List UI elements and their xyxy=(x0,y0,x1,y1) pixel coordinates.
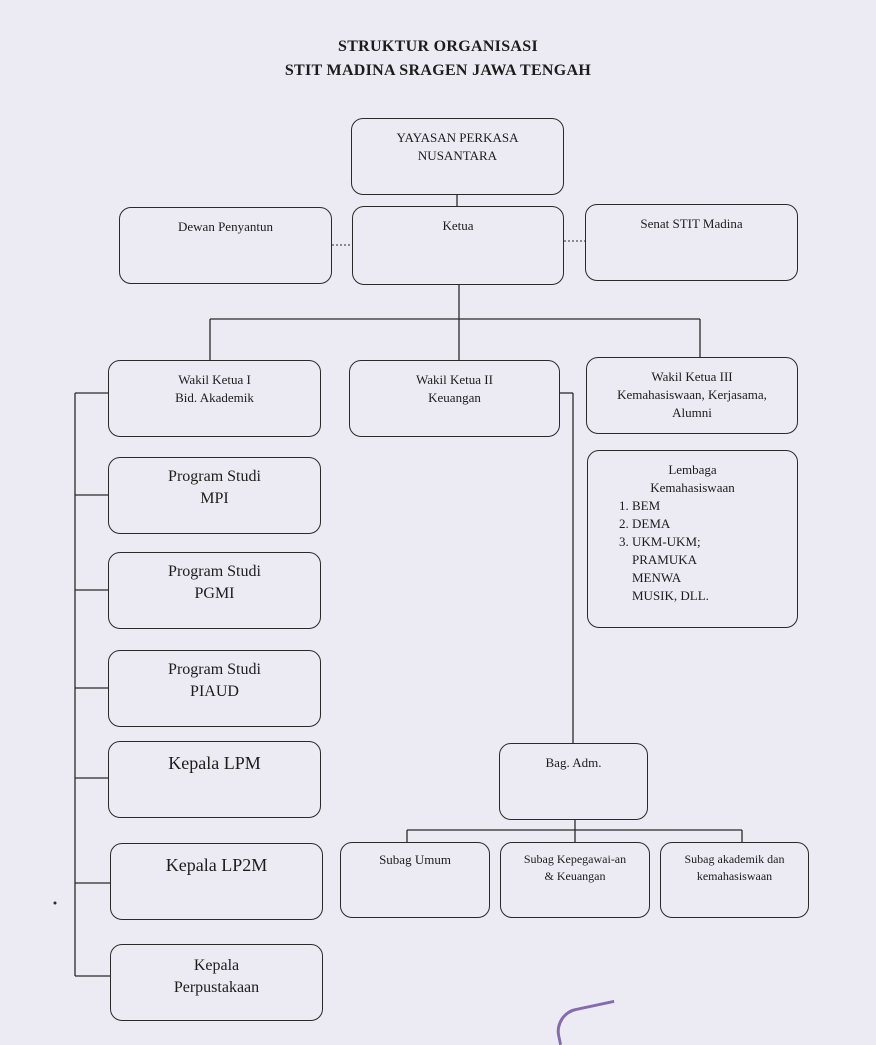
lembaga-item-ukm: UKM-UKM; PRAMUKA MENWA MUSIK, DLL. xyxy=(632,533,797,605)
box-dewan-penyantun: Dewan Penyantun xyxy=(119,207,332,284)
box-lembaga-kemahasiswaan: Lembaga Kemahasiswaan BEM DEMA UKM-UKM; … xyxy=(587,450,798,628)
box-prodi-pgmi: Program Studi PGMI xyxy=(108,552,321,629)
box-lpm-label: Kepala LPM xyxy=(168,753,261,773)
box-kepala-perpustakaan: Kepala Perpustakaan xyxy=(110,944,323,1021)
box-subag-kepegawaian-label: Subag Kepegawai-an & Keuangan xyxy=(523,852,627,883)
box-ketua: Ketua xyxy=(352,206,564,285)
box-wakil-ketua-2: Wakil Ketua II Keuangan xyxy=(349,360,560,437)
box-yayasan-label: YAYASAN PERKASA NUSANTARA xyxy=(396,130,519,163)
box-perpustakaan-label: Kepala Perpustakaan xyxy=(173,957,260,996)
scan-speck xyxy=(53,901,57,905)
box-prodi-mpi: Program Studi MPI xyxy=(108,457,321,534)
box-bag-adm: Bag. Adm. xyxy=(499,743,648,820)
lembaga-item-bem: BEM xyxy=(632,497,797,515)
chart-title-line-2: STIT MADINA SRAGEN JAWA TENGAH xyxy=(284,62,592,79)
box-subag-akademik: Subag akademik dan kemahasiswaan xyxy=(660,842,809,918)
box-prodi-mpi-label: Program Studi MPI xyxy=(168,468,261,507)
box-subag-kepegawaian: Subag Kepegawai-an & Keuangan xyxy=(500,842,650,918)
box-ketua-label: Ketua xyxy=(442,218,474,233)
box-wakil1-label: Wakil Ketua I Bid. Akademik xyxy=(175,372,254,405)
box-dewan-label: Dewan Penyantun xyxy=(178,219,273,234)
box-subag-akademik-label: Subag akademik dan kemahasiswaan xyxy=(684,852,785,883)
box-prodi-piaud: Program Studi PIAUD xyxy=(108,650,321,727)
box-wakil3-label: Wakil Ketua III Kemahasiswaan, Kerjasama… xyxy=(617,369,767,420)
lembaga-item-dema: DEMA xyxy=(632,515,797,533)
connector-lines xyxy=(53,194,743,977)
box-kepala-lpm: Kepala LPM xyxy=(108,741,321,818)
box-lp2m-label: Kepala LP2M xyxy=(165,855,268,875)
box-subag-umum: Subag Umum xyxy=(340,842,490,918)
box-yayasan: YAYASAN PERKASA NUSANTARA xyxy=(351,118,564,195)
lembaga-title: Lembaga Kemahasiswaan xyxy=(650,462,735,495)
box-senat: Senat STIT Madina xyxy=(585,204,798,281)
box-wakil2-label: Wakil Ketua II Keuangan xyxy=(416,372,493,405)
box-subag-umum-label: Subag Umum xyxy=(379,852,451,867)
box-wakil-ketua-3: Wakil Ketua III Kemahasiswaan, Kerjasama… xyxy=(586,357,798,434)
chart-title-line-1: STRUKTUR ORGANISASI xyxy=(338,38,538,55)
box-prodi-pgmi-label: Program Studi PGMI xyxy=(168,563,261,602)
lembaga-list: BEM DEMA UKM-UKM; PRAMUKA MENWA MUSIK, D… xyxy=(588,497,797,605)
box-senat-label: Senat STIT Madina xyxy=(640,216,743,231)
box-bag-adm-label: Bag. Adm. xyxy=(545,755,602,770)
box-prodi-piaud-label: Program Studi PIAUD xyxy=(168,661,261,700)
box-wakil-ketua-1: Wakil Ketua I Bid. Akademik xyxy=(108,360,321,437)
box-kepala-lp2m: Kepala LP2M xyxy=(110,843,323,920)
